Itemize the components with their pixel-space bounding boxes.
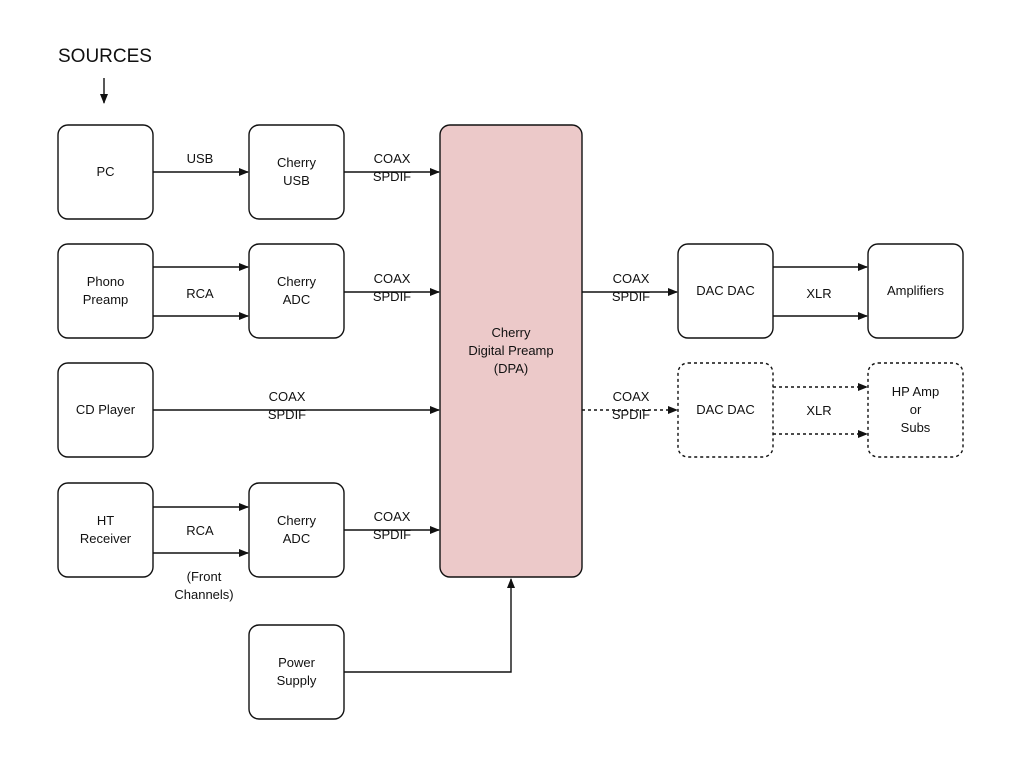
connection-dac1-to-amplifiers (773, 263, 868, 320)
connection-phono-to-adc (153, 263, 249, 320)
connection-label-line: SPDIF (268, 407, 306, 422)
block-outline (248, 243, 345, 339)
connection-label-line: SPDIF (612, 407, 650, 422)
label-coax-spdif-cd: COAX SPDIF (268, 389, 306, 422)
amplifiers-block: Amplifiers (867, 243, 964, 339)
block-outline (867, 362, 964, 458)
connection-label-line: SPDIF (373, 169, 411, 184)
connection-label-line: COAX (613, 271, 650, 286)
sources-heading: SOURCES (58, 46, 152, 67)
block-label-line: or (910, 402, 922, 417)
connection-label-line: SPDIF (612, 289, 650, 304)
block-label-line: Cherry (277, 155, 317, 170)
connection-label-line: RCA (186, 523, 214, 538)
dac-2-block: DAC DAC (677, 362, 774, 458)
block-outline (439, 124, 583, 578)
connection-dac2-to-hp-amp (773, 383, 868, 438)
block-label-line: DAC DAC (696, 402, 755, 417)
label-rca-ht: RCA (186, 523, 214, 538)
pc-block: PC (57, 124, 154, 220)
connection-label-line: COAX (374, 509, 411, 524)
block-outline (248, 482, 345, 578)
block-label-line: Supply (277, 673, 317, 688)
dac-1-block: DAC DAC (677, 243, 774, 339)
cd-player-block: CD Player (57, 362, 154, 458)
block-outline (677, 362, 774, 458)
block-label-line: ADC (283, 292, 310, 307)
connection-label-line: COAX (374, 151, 411, 166)
block-label-line: ADC (283, 531, 310, 546)
block-label-line: Amplifiers (887, 283, 945, 298)
block-outline (57, 243, 154, 339)
label-coax-spdif-dac1: COAX SPDIF (612, 271, 650, 304)
label-coax-spdif-dac2: COAX SPDIF (612, 389, 650, 422)
block-label-line: PC (96, 164, 114, 179)
connection-label-line: USB (187, 151, 214, 166)
label-coax-spdif-usb: COAX SPDIF (373, 151, 411, 184)
connection-power-to-dpa (344, 578, 515, 673)
connection-label-line: (Front (187, 569, 222, 584)
block-label-line: USB (283, 173, 310, 188)
label-coax-spdif-adc2: COAX SPDIF (373, 509, 411, 542)
connection-label-line: COAX (374, 271, 411, 286)
block-label-line: Preamp (83, 292, 129, 307)
block-outline (248, 124, 345, 220)
block-outline (677, 243, 774, 339)
connection-label-line: SPDIF (373, 289, 411, 304)
connection-label-line: COAX (613, 389, 650, 404)
block-label-line: Cherry (277, 274, 317, 289)
label-xlr-2: XLR (806, 403, 831, 418)
block-outline (248, 624, 345, 720)
block-outline (57, 482, 154, 578)
block-label-line: Power (278, 655, 316, 670)
label-rca-phono: RCA (186, 286, 214, 301)
block-label-line: HP Amp (892, 384, 939, 399)
block-label-line: DAC DAC (696, 283, 755, 298)
ht-receiver-block: HT Receiver (57, 482, 154, 578)
connection-label-line: COAX (269, 389, 306, 404)
block-outline (867, 243, 964, 339)
block-label-line: Cherry (491, 325, 531, 340)
label-xlr-1: XLR (806, 286, 831, 301)
block-label-line: CD Player (76, 402, 136, 417)
block-label-line: Subs (901, 420, 931, 435)
connection-label-line: Channels) (174, 587, 233, 602)
block-label-line: Digital Preamp (468, 343, 553, 358)
connection-label-line: XLR (806, 403, 831, 418)
block-label-line: Phono (87, 274, 125, 289)
block-label-line: Receiver (80, 531, 132, 546)
connection-label-line: SPDIF (373, 527, 411, 542)
connection-ht-to-adc (153, 503, 249, 557)
label-coax-spdif-adc1: COAX SPDIF (373, 271, 411, 304)
block-label-line: Cherry (277, 513, 317, 528)
block-label-line: (DPA) (494, 361, 528, 376)
label-usb: USB (187, 151, 214, 166)
connection-label-line: XLR (806, 286, 831, 301)
connection-label-line: RCA (186, 286, 214, 301)
block-label-line: HT (97, 513, 114, 528)
